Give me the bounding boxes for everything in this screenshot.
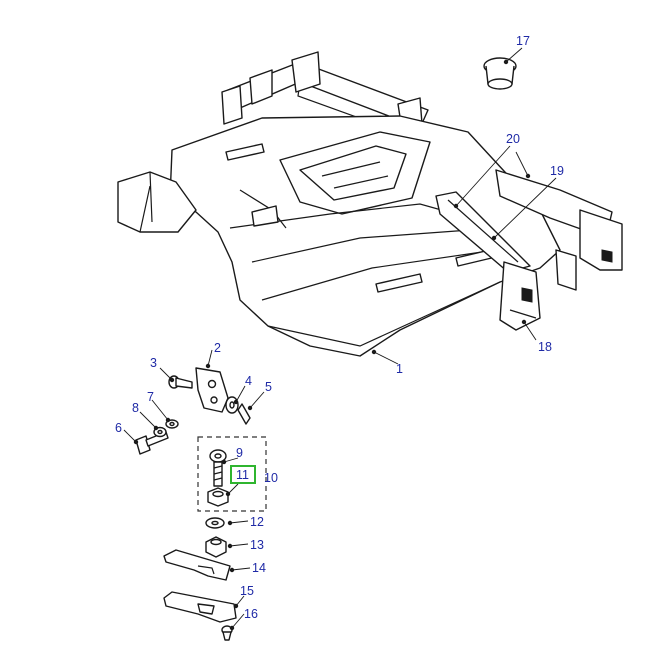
front-mount-bracket[interactable] xyxy=(499,261,541,331)
callout-1[interactable]: 1 xyxy=(396,362,403,376)
plate-part-15[interactable] xyxy=(163,591,237,623)
callout-6[interactable]: 6 xyxy=(115,421,122,435)
washer-part-12[interactable] xyxy=(205,517,225,529)
callout-15[interactable]: 15 xyxy=(240,584,254,598)
front-bracket-arm[interactable] xyxy=(435,191,531,273)
bracket-part[interactable] xyxy=(195,367,229,413)
clip-part-5[interactable] xyxy=(237,403,251,425)
front-cross-member[interactable] xyxy=(495,169,623,291)
washer-part-4[interactable] xyxy=(225,396,239,414)
callout-14[interactable]: 14 xyxy=(252,561,266,575)
callout-13[interactable]: 13 xyxy=(250,538,264,552)
nut-part-11[interactable] xyxy=(207,487,229,507)
floor-pan-assembly[interactable] xyxy=(117,51,561,357)
eye-bolt-part-9[interactable] xyxy=(209,449,227,487)
highlight-box-11 xyxy=(230,465,256,484)
callout-7[interactable]: 7 xyxy=(147,390,154,404)
callout-8[interactable]: 8 xyxy=(132,401,139,415)
kit-group-box xyxy=(197,436,267,512)
screw-part-16[interactable] xyxy=(221,625,233,641)
callout-19[interactable]: 19 xyxy=(550,164,564,178)
nut-part-13[interactable] xyxy=(205,536,227,558)
plate-part-14[interactable] xyxy=(163,549,231,581)
washer-part-7[interactable] xyxy=(165,419,179,429)
grommet-part[interactable] xyxy=(483,57,517,90)
callout-11[interactable]: 11 xyxy=(236,468,249,482)
callout-5[interactable]: 5 xyxy=(265,380,272,394)
callout-10[interactable]: 10 xyxy=(264,471,278,485)
callout-4[interactable]: 4 xyxy=(245,374,252,388)
callout-12[interactable]: 12 xyxy=(250,515,264,529)
callout-17[interactable]: 17 xyxy=(516,34,530,48)
callout-18[interactable]: 18 xyxy=(538,340,552,354)
callout-labels: 1 2 3 4 5 6 7 8 9 10 11 12 13 14 15 16 1… xyxy=(115,34,564,621)
callout-16[interactable]: 16 xyxy=(244,607,258,621)
callout-2[interactable]: 2 xyxy=(214,341,221,355)
callout-3[interactable]: 3 xyxy=(150,356,157,370)
leader-lines xyxy=(123,47,557,631)
callout-9[interactable]: 9 xyxy=(236,446,243,460)
callout-20[interactable]: 20 xyxy=(506,132,520,146)
